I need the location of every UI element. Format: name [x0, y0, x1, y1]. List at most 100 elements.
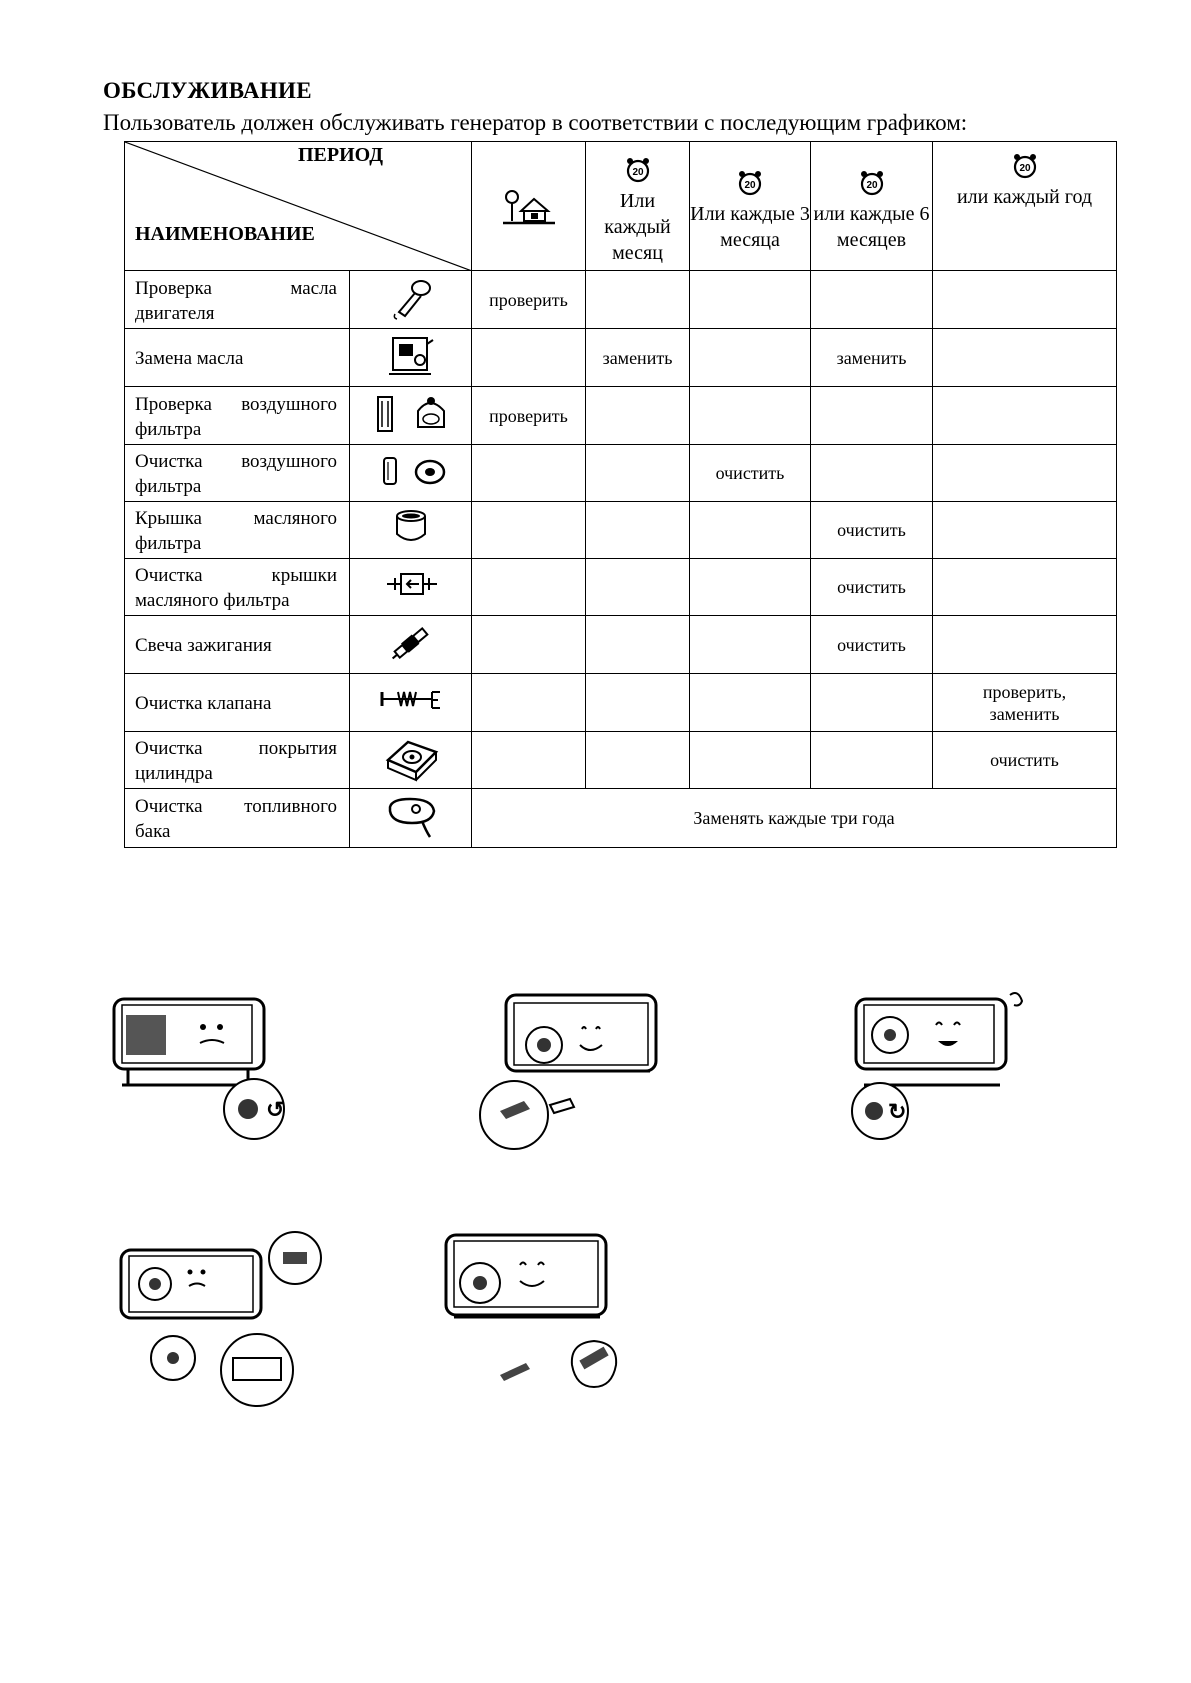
- row-icon-cell: [349, 328, 472, 387]
- cell-action: [932, 386, 1117, 445]
- alarm-clock-icon: 20: [1013, 154, 1036, 179]
- cell-action: [932, 270, 1117, 329]
- cell-action: очистить: [810, 558, 933, 616]
- cell-action: [585, 615, 690, 674]
- cell-action: проверить: [471, 386, 586, 445]
- row-icon-cell: [349, 270, 472, 329]
- cell-action: [689, 501, 811, 559]
- cell-action: проверить: [471, 270, 586, 329]
- generator-wrench-icon: [479, 993, 658, 1150]
- page-title: ОБСЛУЖИВАНИЕ: [103, 78, 312, 103]
- fuel-filter-icon: [386, 573, 437, 595]
- cell-action: [585, 731, 690, 789]
- table-row: Свеча зажигания очистить: [124, 615, 1117, 674]
- row-name: Очистка клапана: [124, 673, 350, 732]
- generator-plug-icon: [444, 1233, 618, 1389]
- header-period: ПЕРИОД: [298, 144, 383, 166]
- alarm-clock-icon: 20: [860, 171, 883, 196]
- cell-action: [471, 731, 586, 789]
- cell-action: [471, 615, 586, 674]
- cell-action: заменить: [810, 328, 933, 387]
- cell-action: [585, 501, 690, 559]
- diagonal-line: [125, 142, 472, 271]
- cell-action: [585, 270, 690, 329]
- clock-label: 20: [866, 180, 878, 191]
- cell-action: [689, 731, 811, 789]
- column-label: или каждые 6 месяцев: [813, 203, 930, 251]
- air-filter-icon: [376, 395, 445, 432]
- cell-action: [932, 558, 1117, 616]
- table-row: Проверка масла двигателя проверить: [124, 270, 1117, 329]
- column-quarterly: 20 Или каждые 3 месяца: [689, 141, 811, 271]
- row-name: Проверка масла двигателя: [124, 270, 350, 329]
- cell-action: [810, 731, 933, 789]
- table-row: Очистка топливного бака Заменять каждые …: [124, 788, 1117, 848]
- cell-action: [689, 558, 811, 616]
- house-tree-icon: [502, 189, 555, 224]
- row-icon-cell: [349, 501, 472, 559]
- oil-dipstick-icon: [393, 279, 431, 320]
- row-name: Очистка воздушного фильтра: [124, 444, 350, 502]
- spark-plug-icon: [391, 626, 429, 659]
- cell-action: очистить: [810, 501, 933, 559]
- generator-happy-icon: ↻: [851, 992, 1024, 1140]
- table-row: Крышка масляного фильтра очистить: [124, 501, 1117, 559]
- column-semiannual: 20 или каждые 6 месяцев: [810, 141, 933, 271]
- cell-action: [585, 444, 690, 502]
- cell-action: [932, 501, 1117, 559]
- table-row: Очистка покрытия цилиндра очистить: [124, 731, 1117, 789]
- clock-label: 20: [1019, 163, 1031, 174]
- maintenance-table: ПЕРИОД НАИМЕНОВАНИЕ 20 Или каждый месяц: [124, 141, 1117, 848]
- cell-action: [810, 386, 933, 445]
- svg-text:↺: ↺: [266, 1097, 284, 1122]
- row-icon-cell: [349, 731, 472, 789]
- row-icon-cell: [349, 788, 472, 848]
- cell-action: [932, 615, 1117, 674]
- cell-action: [689, 673, 811, 732]
- row-icon-cell: [349, 673, 472, 732]
- cylinder-head-icon: [385, 740, 438, 782]
- table-row: Очистка крышки масляного фильтра очистит…: [124, 558, 1117, 616]
- generator-drain-icon: [119, 1231, 322, 1407]
- row-icon-cell: [349, 444, 472, 502]
- generator-sad-icon: ↺: [112, 997, 285, 1140]
- intro-text: Пользователь должен обслуживать генерато…: [103, 110, 968, 135]
- table-row: Замена масла заменить заменить: [124, 328, 1117, 387]
- column-monthly: 20 Или каждый месяц: [585, 141, 690, 271]
- cell-action: очистить: [932, 731, 1117, 789]
- filter-element-icon: [382, 457, 445, 485]
- column-label: Или каждые 3 месяца: [690, 203, 810, 251]
- cell-action: [585, 673, 690, 732]
- cell-action: [585, 386, 690, 445]
- cell-action: [471, 558, 586, 616]
- cell-action: [932, 444, 1117, 502]
- cell-action: [689, 270, 811, 329]
- engine-icon: [388, 336, 434, 375]
- cell-action: [471, 444, 586, 502]
- column-label: или каждый год: [956, 186, 1093, 208]
- row-name: Проверка воздушного фильтра: [124, 386, 350, 445]
- clock-label: 20: [744, 180, 756, 191]
- cell-action-merged: Заменять каждые три года: [471, 788, 1117, 848]
- clock-label: 20: [632, 167, 644, 178]
- cell-action: заменить: [585, 328, 690, 387]
- table-header-row: ПЕРИОД НАИМЕНОВАНИЕ 20 Или каждый месяц: [124, 141, 1117, 271]
- cell-action: очистить: [810, 615, 933, 674]
- alarm-clock-icon: 20: [626, 158, 649, 183]
- column-yearly: 20 или каждый год: [932, 141, 1117, 271]
- cell-action: [689, 328, 811, 387]
- cell-action: [689, 615, 811, 674]
- fuel-tank-icon: [388, 797, 435, 838]
- header-name: НАИМЕНОВАНИЕ: [135, 223, 315, 245]
- row-name: Замена масла: [124, 328, 350, 387]
- cell-action: [810, 444, 933, 502]
- row-name: Очистка топливного бака: [124, 788, 350, 848]
- column-label: Или каждый месяц: [604, 190, 671, 264]
- cell-action: проверить, заменить: [932, 673, 1117, 732]
- svg-text:↻: ↻: [888, 1099, 906, 1124]
- cell-action: [471, 501, 586, 559]
- cell-action: [810, 673, 933, 732]
- row-name: Крышка масляного фильтра: [124, 501, 350, 559]
- row-name: Очистка крышки масляного фильтра: [124, 558, 350, 616]
- cell-action: [471, 328, 586, 387]
